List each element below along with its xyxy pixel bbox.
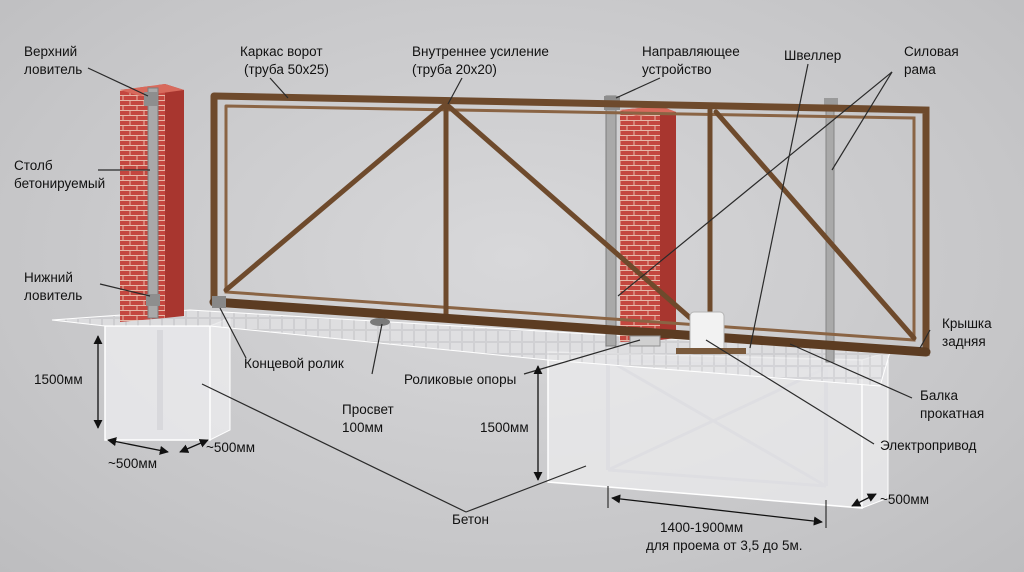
dim-left-depth: 1500мм [34, 372, 83, 387]
label-frame: Каркас ворот (труба 50х25) [240, 44, 329, 77]
left-pillar [120, 84, 184, 322]
dim-left-width: ~500мм [108, 456, 157, 471]
left-foundation [104, 317, 231, 441]
drive-unit [676, 311, 746, 355]
roller-supports [629, 335, 661, 347]
label-channel: Швеллер [784, 48, 841, 63]
dim-left-length: ~500мм [206, 440, 255, 455]
label-inner-reinforcement: Внутреннее усиление (труба 20х20) [412, 44, 553, 77]
right-pillar [604, 95, 676, 347]
dim-right-length: 1400-1900мм [660, 520, 743, 535]
label-roller-supports: Роликовые опоры [404, 372, 516, 387]
gate-frame [209, 92, 931, 357]
label-top-catcher: Верхний ловитель [24, 44, 82, 77]
label-power-frame: Силовая рама [904, 44, 962, 77]
label-concrete: Бетон [452, 512, 489, 527]
label-bottom-catcher: Нижний ловитель [24, 270, 82, 303]
end-roller [212, 296, 226, 308]
label-clearance: Просвет 100мм [342, 402, 398, 435]
dim-right-depth: 1500мм [480, 420, 529, 435]
roller-support-mid [370, 318, 390, 326]
label-drive: Электропривод [880, 438, 976, 453]
label-end-roller: Концевой ролик [244, 356, 344, 371]
dim-right-width: ~500мм [880, 492, 929, 507]
label-guide: Направляющее устройство [642, 44, 744, 77]
dimension-arrows [93, 335, 877, 528]
label-rolled-beam: Балка прокатная [920, 388, 984, 421]
dim-right-length-note: для проема от 3,5 до 5м. [646, 538, 803, 553]
leader-lines [87, 63, 931, 513]
ground-grating [51, 309, 891, 387]
power-frame [824, 98, 838, 363]
label-back-cap: Крышка задняя [942, 316, 995, 349]
label-pillar: Столб бетонируемый [14, 158, 105, 191]
